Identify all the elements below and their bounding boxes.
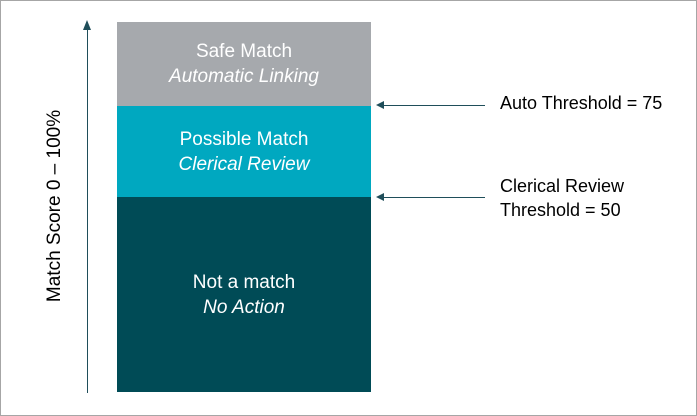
auto-threshold-arrow bbox=[376, 101, 485, 109]
band-possible-subtitle: Clerical Review bbox=[178, 153, 310, 175]
arrow-left-icon bbox=[376, 101, 384, 109]
band-possible-title: Possible Match bbox=[179, 128, 309, 150]
clerical-threshold-arrow bbox=[376, 193, 485, 201]
auto-threshold-label: Auto Threshold = 75 bbox=[500, 93, 663, 113]
band-safe-title: Safe Match bbox=[195, 41, 293, 62]
clerical-threshold-label-line2: Threshold = 50 bbox=[500, 200, 621, 220]
y-axis-arrowhead-icon bbox=[83, 20, 91, 30]
clerical-threshold-label: Clerical Review Threshold = 50 bbox=[500, 174, 624, 222]
band-none-title: Not a match bbox=[192, 271, 296, 293]
band-none-subtitle: No Action bbox=[203, 296, 285, 318]
y-axis-line bbox=[87, 28, 88, 393]
band-safe-subtitle: Automatic Linking bbox=[169, 66, 319, 87]
y-axis-label: Match Score 0 – 100% bbox=[44, 109, 65, 303]
clerical-threshold-label-line1: Clerical Review bbox=[500, 176, 625, 196]
arrow-left-icon bbox=[376, 193, 384, 201]
band-safe-match: Safe Match Automatic Linking bbox=[117, 22, 371, 106]
band-possible-match: Possible Match Clerical Review bbox=[117, 106, 371, 197]
band-not-a-match: Not a match No Action bbox=[117, 197, 371, 392]
